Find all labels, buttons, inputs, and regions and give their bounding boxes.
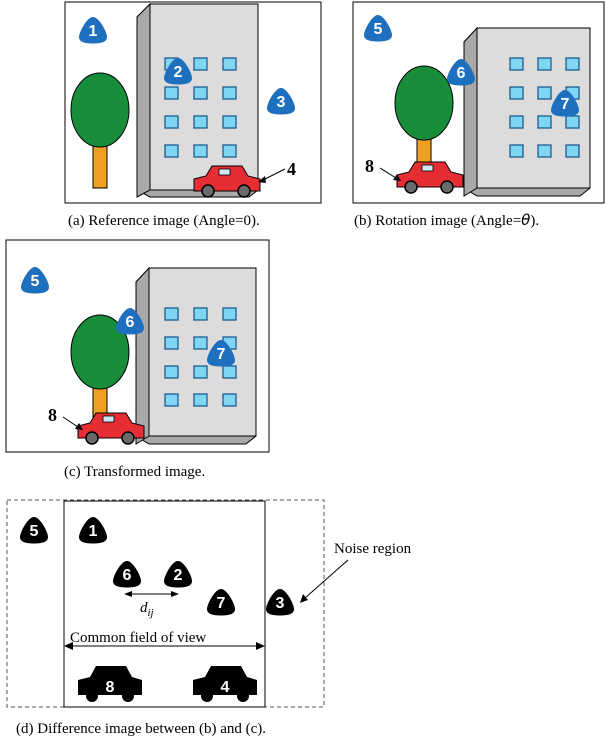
marker-5: 5 bbox=[364, 15, 392, 42]
arrow-8-head bbox=[393, 174, 401, 181]
svg-text:7: 7 bbox=[217, 595, 226, 612]
svg-text:6: 6 bbox=[126, 314, 135, 331]
marker-6: 6 bbox=[447, 59, 475, 86]
svg-text:1: 1 bbox=[89, 523, 98, 540]
label-8: 8 bbox=[48, 405, 57, 425]
marker-3: 3 bbox=[267, 88, 295, 115]
svg-text:3: 3 bbox=[277, 94, 286, 111]
distance-arrow-right-head bbox=[171, 591, 179, 597]
svg-text:8: 8 bbox=[106, 679, 115, 696]
fov-arrow-left-head bbox=[64, 642, 73, 650]
caption-b: (b) Rotation image (Angle=θ). bbox=[354, 211, 539, 229]
marker-6: 6 bbox=[116, 308, 144, 335]
panel-a-reference: 1 2 3 4 bbox=[64, 1, 322, 204]
panel-c-transformed: 5 6 7 8 bbox=[5, 239, 270, 453]
svg-text:7: 7 bbox=[217, 346, 226, 363]
svg-text:6: 6 bbox=[123, 567, 132, 584]
noise-region-label: Noise region bbox=[334, 541, 412, 557]
tree-icon bbox=[70, 72, 130, 189]
caption-d: (d) Difference image between (b) and (c)… bbox=[16, 721, 266, 737]
svg-text:7: 7 bbox=[561, 96, 570, 113]
marker-1: 1 bbox=[79, 517, 107, 544]
arrow-8 bbox=[62, 416, 79, 428]
label-4: 4 bbox=[287, 159, 296, 179]
car-4: 4 bbox=[193, 666, 257, 702]
marker-5: 5 bbox=[21, 267, 49, 294]
building-icon bbox=[463, 26, 591, 197]
arrow-4-head bbox=[258, 176, 266, 183]
car-icon bbox=[396, 161, 464, 194]
label-8: 8 bbox=[365, 156, 374, 176]
marker-2: 2 bbox=[164, 58, 192, 85]
noise-arrow bbox=[304, 559, 349, 599]
marker-7: 7 bbox=[551, 90, 579, 117]
svg-text:2: 2 bbox=[174, 567, 183, 584]
noise-arrow-head bbox=[300, 594, 308, 603]
marker-5: 5 bbox=[20, 517, 48, 544]
panel-b-rotation: 5 6 7 8 bbox=[352, 1, 605, 204]
distance-arrow-left-head bbox=[124, 591, 132, 597]
svg-text:5: 5 bbox=[31, 273, 40, 290]
svg-text:4: 4 bbox=[221, 679, 230, 696]
car-icon bbox=[77, 412, 145, 445]
building-icon bbox=[135, 266, 257, 445]
arrow-8-head bbox=[75, 423, 83, 430]
caption-a: (a) Reference image (Angle=0). bbox=[68, 213, 260, 229]
marker-1: 1 bbox=[79, 17, 107, 44]
building-windows bbox=[164, 307, 237, 407]
building-windows bbox=[509, 57, 580, 158]
marker-6: 6 bbox=[113, 561, 141, 588]
car-8: 8 bbox=[78, 666, 142, 702]
common-fov-label: Common field of view bbox=[70, 630, 206, 646]
arrow-4 bbox=[262, 168, 286, 181]
svg-text:6: 6 bbox=[457, 65, 466, 82]
marker-7: 7 bbox=[207, 340, 235, 367]
caption-c: (c) Transformed image. bbox=[64, 464, 205, 480]
svg-text:5: 5 bbox=[30, 523, 39, 540]
svg-text:2: 2 bbox=[174, 64, 183, 81]
arrow-8 bbox=[379, 167, 397, 179]
marker-3: 3 bbox=[266, 589, 294, 616]
distance-label: dij bbox=[140, 600, 154, 619]
panel-d-difference: 5 1 6 2 7 3 dij Common field of view Noi… bbox=[6, 499, 412, 708]
svg-text:5: 5 bbox=[374, 21, 383, 38]
common-fov-frame bbox=[63, 500, 266, 708]
marker-2: 2 bbox=[164, 561, 192, 588]
car-icon bbox=[193, 165, 261, 198]
svg-text:3: 3 bbox=[276, 595, 285, 612]
marker-7: 7 bbox=[207, 589, 235, 616]
svg-text:1: 1 bbox=[89, 23, 98, 40]
fov-arrow-right-head bbox=[256, 642, 265, 650]
